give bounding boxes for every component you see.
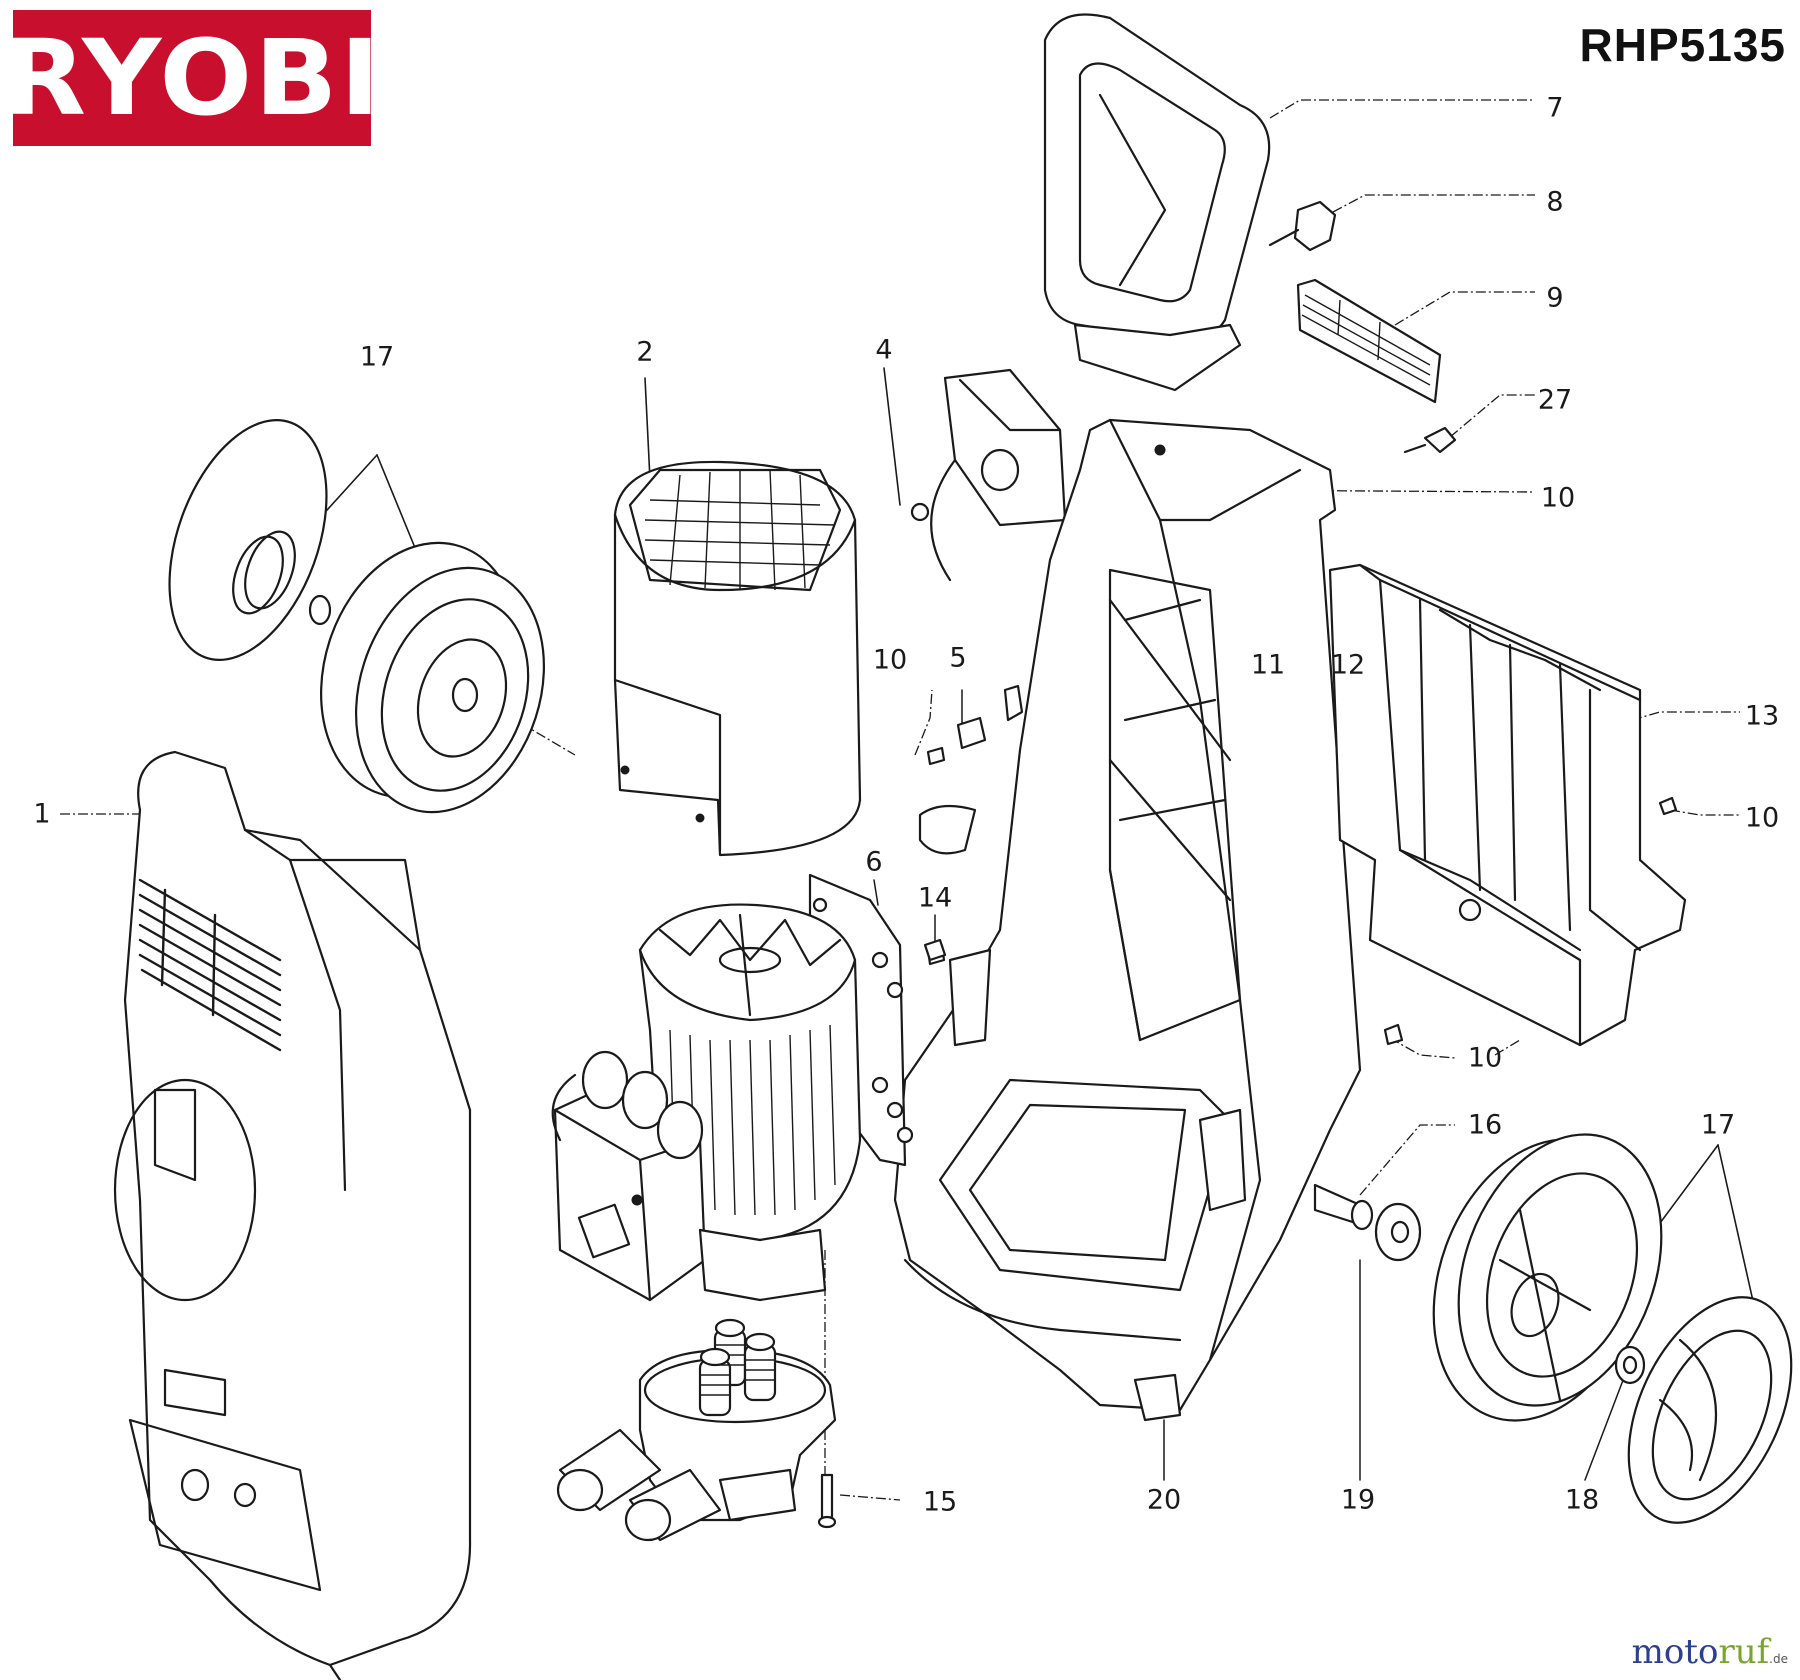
callout-16: 16 bbox=[1467, 1109, 1503, 1141]
callout-17-right: 17 bbox=[1700, 1109, 1736, 1141]
pump-head bbox=[558, 1320, 835, 1540]
callout-6: 6 bbox=[865, 846, 883, 878]
part-17-wheel-left bbox=[289, 517, 574, 837]
part-2-motor-shroud bbox=[615, 462, 860, 855]
part-20-frame bbox=[895, 420, 1360, 1420]
part-13-rear-cover bbox=[1330, 565, 1685, 1045]
part-17-hubcap-left bbox=[139, 399, 356, 682]
callout-13: 13 bbox=[1744, 700, 1780, 732]
callout-10-lower: 10 bbox=[1467, 1042, 1503, 1074]
watermark-main: moto bbox=[1631, 1632, 1719, 1672]
watermark: motoruf.de bbox=[1632, 1632, 1788, 1672]
callout-12: 12 bbox=[1330, 649, 1366, 681]
ryobi-logo: RYOBI bbox=[2, 10, 380, 146]
watermark-accent: ruf bbox=[1718, 1632, 1770, 1672]
part-9-vent-grille bbox=[1298, 280, 1440, 402]
part-1-front-cover bbox=[115, 752, 470, 1680]
callout-11: 11 bbox=[1250, 649, 1286, 681]
model-number: RHP5135 bbox=[1579, 19, 1786, 71]
callout-1: 1 bbox=[33, 798, 51, 830]
callout-18: 18 bbox=[1564, 1484, 1600, 1516]
logo-text: RYOBI bbox=[1, 17, 383, 139]
callout-15: 15 bbox=[922, 1486, 958, 1518]
part-4-hose-bracket bbox=[912, 370, 1065, 580]
callout-9: 9 bbox=[1546, 282, 1564, 314]
part-17-hubcap-right bbox=[1596, 1272, 1800, 1549]
part-8-plug-holder bbox=[1270, 202, 1335, 250]
callout-10-right: 10 bbox=[1744, 802, 1780, 834]
part-18-clip bbox=[1616, 1347, 1644, 1383]
callout-5: 5 bbox=[949, 642, 967, 674]
callout-14: 14 bbox=[917, 882, 953, 914]
part-19-washer bbox=[1376, 1204, 1420, 1260]
motor-assembly bbox=[553, 905, 860, 1300]
part-17-wheel-right bbox=[1396, 1106, 1697, 1451]
callout-20: 20 bbox=[1146, 1484, 1182, 1516]
callout-4: 4 bbox=[875, 334, 893, 366]
callout-10-top: 10 bbox=[1540, 482, 1576, 514]
callout-27: 27 bbox=[1537, 384, 1573, 416]
part-27-fitting bbox=[1405, 428, 1455, 452]
callout-7: 7 bbox=[1546, 92, 1564, 124]
callout-2: 2 bbox=[636, 336, 654, 368]
callout-8: 8 bbox=[1546, 186, 1564, 218]
callout-17: 17 bbox=[359, 341, 395, 373]
callout-19: 19 bbox=[1340, 1484, 1376, 1516]
part-16-axle bbox=[1315, 1185, 1372, 1229]
callout-10-mid: 10 bbox=[872, 644, 908, 676]
watermark-tld: .de bbox=[1769, 1652, 1788, 1666]
part-7-handle bbox=[1045, 14, 1269, 390]
